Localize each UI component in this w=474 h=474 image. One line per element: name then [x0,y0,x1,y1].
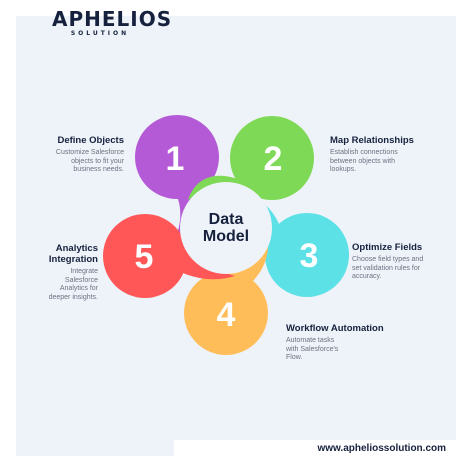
step-5-title-line: Analytics [55,243,98,254]
step-4-title: Workflow Automation [286,323,384,334]
step-3-title: Optimize Fields [352,242,423,253]
step-3-description: Choose field types and set validation ru… [352,256,462,282]
step-2-description: Establish connections between objects wi… [330,149,450,175]
step-5-desc-line: Salesforce [64,276,98,284]
step-5-desc-line: deeper insights. [48,293,98,301]
step-5-desc-line: Analytics for [59,285,98,292]
petal-5-circle [103,214,187,298]
step-2-desc-line: Establish connections [330,149,398,156]
brand-logo: APHELIOS SOLUTION [52,7,173,37]
step-1-description: Customize Salesforce objects to fit your… [22,149,124,175]
petal-4-circle [184,271,268,355]
center-label-line2: Model [203,228,249,245]
petal-3-number: 3 [300,237,319,275]
petal-5-number: 5 [135,238,154,276]
center-label-line1: Data [209,211,244,228]
step-2-desc-line: lookups. [330,166,357,173]
petal-1-number: 1 [166,140,185,178]
step-5-title: Analytics Integration [22,243,98,265]
petal-3-circle [265,213,349,297]
step-3-desc-line: accuracy. [352,273,382,280]
step-1-title: Define Objects [57,135,124,146]
petal-4: 4 [184,235,269,355]
step-1-desc-line: business needs. [73,166,124,173]
step-2-title: Map Relationships [330,135,414,146]
step-1-desc-line: objects to fit your [71,157,124,165]
footer-strip [174,440,456,456]
petal-2-number: 2 [264,140,283,178]
petal-1-circle [135,115,219,199]
step-5-description: Integrate Salesforce Analytics for deepe… [22,268,98,302]
step-2-desc-line: between objects with [330,157,395,165]
step-4-description: Automate tasks with Salesforce's Flow. [286,337,406,363]
petal-2-circle [230,116,314,200]
step-3-desc-line: set validation rules for [352,264,421,272]
logo-tagline: SOLUTION [70,30,130,37]
step-4-desc-line: with Salesforce's [286,345,339,353]
step-5-title-line: Integration [48,254,98,265]
step-1-desc-line: Customize Salesforce [55,149,124,156]
logo-wordmark: APHELIOS [52,7,173,31]
center-hub [180,182,272,274]
petal-2: 2 [188,116,314,200]
step-3-desc-line: Choose field types and [352,256,424,263]
step-4-desc-line: Flow. [286,354,303,361]
website-link[interactable]: www.apheliossolution.com [317,443,446,454]
step-4-desc-line: Automate tasks [286,337,335,344]
step-5-desc-line: Integrate [70,268,98,275]
petal-4-number: 4 [217,296,236,334]
footer-bar [16,440,456,456]
